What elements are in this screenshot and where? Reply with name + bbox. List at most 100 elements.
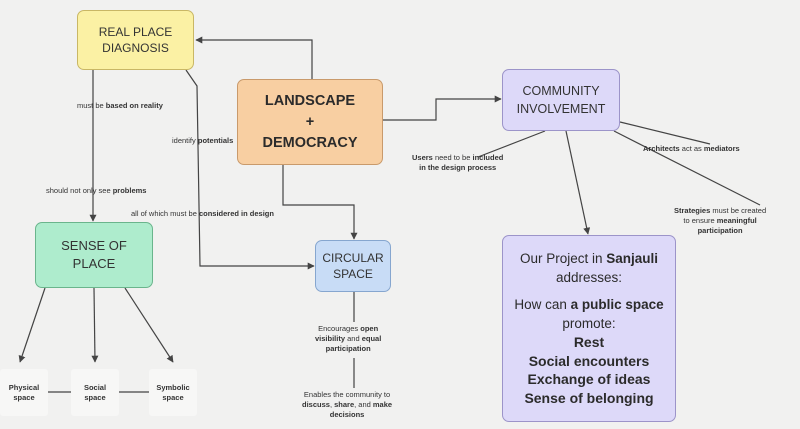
node-text-line: PLACE [72, 256, 116, 271]
project-goal-item: Rest [573, 334, 605, 350]
label-text: act as [679, 144, 704, 153]
node-text-line: INVOLVEMENT [516, 102, 606, 116]
label-line: Enables the community to [303, 390, 391, 399]
landscape-democracy-node[interactable]: LANDSCAPE + DEMOCRACY [237, 79, 383, 165]
sense-of-place-node[interactable]: SENSE OF PLACE [35, 222, 153, 288]
edge-community-to-project [565, 130, 591, 235]
label-text: need to be [432, 153, 473, 162]
label-bold: in the design process [419, 163, 497, 172]
node-text-line: SENSE OF [61, 238, 127, 253]
physical-space-node[interactable]: Physical space [0, 369, 48, 416]
label-text: Encourages [318, 324, 361, 333]
label-text: identify [172, 136, 198, 145]
label-bold: Strategies [674, 206, 711, 215]
community-involvement-node[interactable]: COMMUNITY INVOLVEMENT [502, 69, 620, 131]
edge-community-users [477, 130, 546, 158]
node-text-line: CIRCULAR [322, 251, 384, 265]
label-text: , and [354, 400, 373, 409]
project-place-name: Sanjauli [606, 251, 659, 266]
label-strategies: Strategies must be created to ensure mea… [674, 206, 766, 236]
node-text-line: SPACE [333, 267, 373, 281]
node-text-line: space [84, 392, 106, 402]
label-bold: included [472, 153, 504, 162]
label-line: to ensure meaningful [674, 216, 766, 226]
edge-landscape-to-community [383, 95, 502, 121]
label-text: must be created [710, 206, 767, 215]
label-users-included: Users need to be included in the design … [412, 153, 503, 173]
edge-diagnosis-to-circular [185, 69, 315, 270]
edge-sense-to-physical [18, 287, 46, 363]
label-identify-potentials: identify potentials [172, 136, 233, 146]
label-line: Users need to be included [412, 153, 503, 163]
label-text: all of which must be [131, 209, 199, 218]
edge-community-architects [619, 121, 711, 145]
project-intro-line: addresses: [555, 269, 623, 285]
node-text-line: Social [83, 382, 107, 392]
label-text: and [345, 334, 362, 343]
label-line: participation [315, 344, 381, 354]
circular-space-node[interactable]: CIRCULAR SPACE [315, 240, 391, 292]
node-text-line: COMMUNITY [522, 84, 600, 98]
label-bold: visibility [315, 334, 346, 343]
label-bold: potentials [197, 136, 234, 145]
label-bold: meaningful [716, 216, 757, 225]
label-line: in the design process [412, 163, 503, 173]
project-question-line: promote: [562, 315, 616, 331]
project-question-text: How can [514, 297, 571, 312]
node-text-line: DIAGNOSIS [102, 41, 169, 55]
label-bold: participation [325, 344, 371, 353]
label-enables: Enables the community to discuss, share,… [302, 390, 392, 420]
label-line: participation [674, 226, 766, 236]
edge-sense-to-symbolic [124, 287, 174, 363]
project-intro-line: Our Project in Sanjauli [520, 250, 658, 269]
node-text-line: REAL PLACE [98, 25, 173, 39]
label-bold: equal [361, 334, 382, 343]
node-text-line: Physical [8, 382, 40, 392]
label-bold: participation [697, 226, 743, 235]
label-line: Encourages open [315, 324, 381, 334]
label-bold: share [334, 400, 355, 409]
label-bold: considered in design [198, 209, 274, 218]
node-text-line: Symbolic [156, 382, 190, 392]
label-line: decisions [302, 410, 392, 420]
label-based-on-reality: must be based on reality [77, 101, 163, 111]
label-text: , [329, 400, 335, 409]
project-intro-text: Our Project in [519, 251, 607, 266]
edge-landscape-to-diagnosis [195, 36, 313, 79]
label-bold: open [360, 324, 379, 333]
real-place-diagnosis-node[interactable]: REAL PLACE DIAGNOSIS [77, 10, 194, 70]
node-text-line: space [13, 392, 35, 402]
node-text-line: LANDSCAPE [264, 92, 356, 109]
node-text-line: DEMOCRACY [262, 134, 358, 151]
social-space-node[interactable]: Social space [71, 369, 119, 416]
project-goal-item: Sense of belonging [524, 389, 654, 406]
label-line: discuss, share, and make [302, 400, 392, 410]
label-bold: decisions [329, 410, 365, 419]
label-bold: make [372, 400, 393, 409]
label-architects-mediators: Architects act as mediators [643, 144, 740, 154]
label-bold: Architects [643, 144, 680, 153]
label-bold: problems [112, 186, 147, 195]
node-text-line: + [305, 113, 315, 130]
project-goal-item: Social encounters [528, 352, 650, 369]
label-line: visibility and equal [315, 334, 381, 344]
label-bold: discuss [302, 400, 330, 409]
label-text: must be [77, 101, 106, 110]
label-text: to ensure [683, 216, 717, 225]
project-sanjauli-node[interactable]: Our Project in Sanjauli addresses: How c… [502, 235, 676, 422]
label-bold: mediators [703, 144, 740, 153]
label-considered-in-design: all of which must be considered in desig… [131, 209, 274, 219]
project-goal-item: Exchange of ideas [527, 371, 651, 387]
project-question-bold: a public space [570, 297, 664, 312]
label-not-only-problems: should not only see problems [46, 186, 146, 196]
node-text-line: space [162, 392, 184, 402]
label-line: Strategies must be created [674, 206, 766, 216]
edge-sense-to-social [91, 287, 99, 363]
edge-community-strategies [613, 130, 761, 206]
label-text: should not only see [46, 186, 113, 195]
symbolic-space-node[interactable]: Symbolic space [149, 369, 197, 416]
label-encourages: Encourages open visibility and equal par… [315, 324, 381, 354]
label-bold: Users [412, 153, 433, 162]
project-question-line: How can a public space [514, 296, 663, 315]
